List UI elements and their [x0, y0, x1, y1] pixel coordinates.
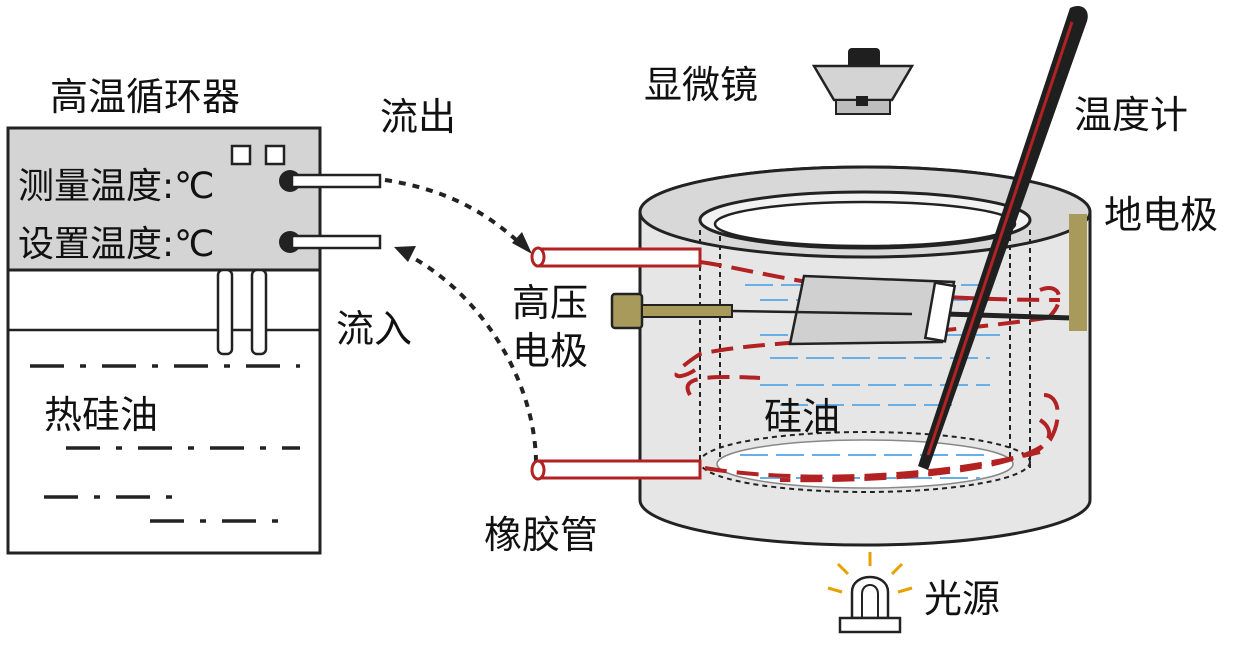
- measured-temp-label: 测量温度:℃: [18, 166, 215, 207]
- heater-rod-1: [216, 268, 234, 356]
- outflow-arrowhead: [512, 232, 532, 254]
- outflow-label: 流出: [380, 95, 456, 139]
- circulator: 高温循环器 测量温度:℃ 设置温度:℃ 热硅油: [6, 75, 382, 555]
- thermometer: [918, 5, 1088, 471]
- circulator-title: 高温循环器: [50, 75, 240, 119]
- ground-electrode-wire: [945, 311, 1073, 321]
- light-source-label: 光源: [924, 577, 1000, 621]
- hv-electrode-label-1: 高压: [512, 281, 588, 325]
- inflow-arrowhead: [394, 246, 416, 262]
- ground-electrode-post: [1069, 214, 1087, 331]
- panel-button-1: [230, 144, 252, 166]
- vessel-inner-rim-2: [713, 200, 1017, 248]
- hv-electrode-knob: [610, 292, 644, 330]
- thermometer-label: 温度计: [1074, 93, 1188, 137]
- inflow-label: 流入: [336, 307, 412, 351]
- outlet-pipe: [290, 173, 382, 189]
- ground-electrode-clip: [923, 281, 957, 343]
- light-source: [827, 552, 913, 634]
- heating-tube-coil: [674, 260, 1062, 483]
- light-rays: [827, 552, 913, 594]
- lower-rubber-tube: [536, 459, 702, 480]
- hot-oil-label: 热硅油: [44, 393, 158, 437]
- upper-rubber-tube: [536, 247, 702, 268]
- hv-electrode-label-2: 电极: [512, 329, 588, 373]
- microscope-label: 显微镜: [644, 63, 758, 107]
- silicone-oil-label: 硅油: [764, 395, 840, 439]
- outflow-arrow-line: [384, 178, 526, 249]
- flow-lines: [384, 178, 538, 463]
- panel-button-2: [264, 144, 286, 166]
- ground-electrode-label: 地电极: [1104, 193, 1218, 237]
- hv-electrode-rod: [641, 304, 733, 318]
- microscope: [811, 48, 915, 115]
- lower-tube-end: [530, 459, 546, 481]
- inlet-pipe: [290, 234, 382, 250]
- hot-oil-lines: [30, 364, 300, 523]
- circulator-tank: [6, 268, 322, 555]
- inflow-arrow-line: [401, 250, 538, 463]
- rubber-tube-label: 橡胶管: [484, 513, 598, 557]
- upper-tube-end: [530, 246, 546, 268]
- hv-electrode-needle: [731, 309, 913, 316]
- oil-vessel: [530, 5, 1092, 547]
- vessel-bottom-window: [716, 439, 1014, 489]
- heater-rod-2: [250, 268, 268, 356]
- set-temp-label: 设置温度:℃: [18, 224, 215, 265]
